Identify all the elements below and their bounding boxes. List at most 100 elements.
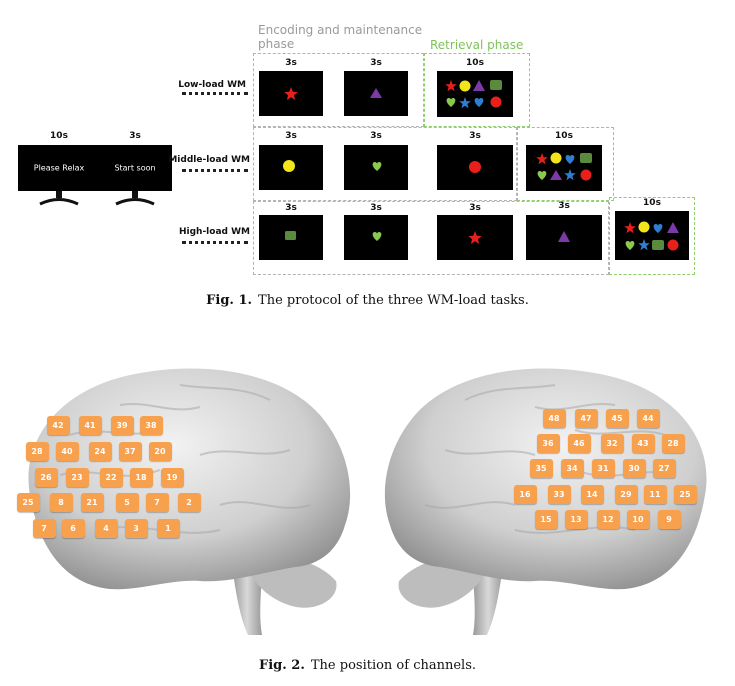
encoding-box-middle: [253, 127, 517, 201]
row-leader-high: [182, 241, 248, 247]
row-leader-middle: [182, 169, 248, 175]
channel-badge: 38: [139, 415, 163, 435]
channel-badge: 23: [65, 467, 89, 487]
retrieval-items-icon: [536, 152, 592, 181]
encoding-box-low: [253, 53, 424, 127]
channel-badge: 29: [614, 484, 638, 504]
retrieval-items-icon: [624, 221, 679, 251]
high-stimulus-screen-4: [526, 215, 602, 260]
channel-badge: 25: [16, 492, 40, 512]
channel-badge: 13: [564, 509, 588, 529]
channel-badge: 20: [148, 441, 172, 461]
figure1-caption: Fig. 1. The protocol of the three WM-load…: [0, 293, 735, 308]
figure2-caption-text: The position of channels.: [310, 658, 477, 673]
channel-badge: 28: [25, 441, 49, 461]
high-stimulus-screen-3: [437, 215, 513, 260]
channel-badge: 10: [626, 509, 650, 529]
high-retrieval-screen: [615, 211, 689, 260]
channel-badge: 21: [80, 492, 104, 512]
channel-badge: 40: [55, 441, 79, 461]
channel-badge: 19: [160, 467, 184, 487]
row-label-high: High-load WM: [178, 227, 250, 237]
encoding-phase-label: Encoding and maintenance phase: [258, 23, 422, 51]
retrieval-phase-label: Retrieval phase: [430, 38, 524, 52]
monitor-stand-1: [39, 191, 79, 206]
channel-badge: 15: [534, 509, 558, 529]
low-duration-2: 3s: [370, 58, 382, 68]
low-retrieval-duration: 10s: [466, 58, 484, 68]
monitor-stand-2: [115, 191, 155, 206]
channel-badge: 44: [636, 408, 660, 428]
red-circle-icon: [469, 161, 481, 173]
channel-badge: 48: [542, 408, 566, 428]
retrieval-items-icon: [445, 80, 502, 109]
monitor-please-relax: Please Relax: [18, 145, 100, 191]
red-star-icon: [468, 231, 482, 244]
channel-badge: 6: [61, 518, 85, 538]
high-retrieval-duration: 10s: [643, 198, 661, 208]
middle-retrieval-screen: [526, 145, 602, 191]
row-leader-low: [182, 92, 248, 98]
channel-badge: 43: [631, 433, 655, 453]
green-square-icon: [285, 231, 296, 240]
figure2-caption-label: Fig. 2.: [258, 658, 305, 673]
channel-badge: 4: [94, 518, 118, 538]
channel-badge: 36: [536, 433, 560, 453]
low-duration-1: 3s: [285, 58, 297, 68]
channel-badge: 39: [110, 415, 134, 435]
channel-badge: 47: [574, 408, 598, 428]
monitor-text: Please Relax: [33, 163, 85, 173]
channel-badge: 26: [34, 467, 58, 487]
channel-badge: 34: [560, 458, 584, 478]
middle-duration-1: 3s: [285, 131, 297, 141]
middle-duration-3: 3s: [469, 131, 481, 141]
channel-badge: 31: [591, 458, 615, 478]
channel-badge: 30: [622, 458, 646, 478]
channel-badge: 14: [580, 484, 604, 504]
channel-badge: 7: [32, 518, 56, 538]
high-stimulus-screen-1: [259, 215, 323, 260]
channel-badge: 32: [600, 433, 624, 453]
channel-badge: 12: [596, 509, 620, 529]
high-stimulus-screen-2: [344, 215, 408, 260]
channel-badge: 3: [124, 518, 148, 538]
figure2-caption: Fig. 2. The position of channels.: [0, 658, 735, 673]
row-label-middle: Middle-load WM: [168, 155, 250, 165]
middle-stimulus-screen-3: [437, 145, 513, 190]
figure1-caption-label: Fig. 1.: [206, 293, 253, 308]
channel-badge: 37: [118, 441, 142, 461]
channel-badge: 2: [177, 492, 201, 512]
channel-badge: 42: [46, 415, 70, 435]
monitor-start-soon: Start soon: [98, 145, 172, 191]
channel-badge: 9: [657, 509, 681, 529]
purple-triangle-icon: [558, 231, 570, 242]
middle-retrieval-duration: 10s: [555, 131, 573, 141]
low-retrieval-screen: [437, 71, 513, 117]
channel-badge: 45: [605, 408, 629, 428]
channel-badge: 33: [547, 484, 571, 504]
channel-badge: 8: [49, 492, 73, 512]
channel-badge: 1: [156, 518, 180, 538]
channel-badge: 27: [652, 458, 676, 478]
channel-badge: 7: [145, 492, 169, 512]
green-heart-icon: [372, 232, 382, 241]
rest-duration-1: 10s: [50, 131, 68, 141]
channel-badge: 16: [513, 484, 537, 504]
channel-badge: 18: [129, 467, 153, 487]
middle-stimulus-screen-1: [259, 145, 323, 190]
retrieval-box-middle: [517, 127, 614, 201]
low-stimulus-screen-1: [259, 71, 323, 116]
high-duration-1: 3s: [285, 203, 297, 213]
encoding-phase-label-line1: Encoding and maintenance: [258, 23, 423, 37]
channel-badge: 5: [115, 492, 139, 512]
middle-stimulus-screen-2: [344, 145, 408, 190]
figure1-caption-text: The protocol of the three WM-load tasks.: [258, 293, 529, 308]
channel-badge: 46: [567, 433, 591, 453]
purple-triangle-icon: [370, 88, 382, 98]
rest-duration-2: 3s: [129, 131, 141, 141]
green-heart-icon: [372, 162, 382, 171]
channel-badge: 22: [99, 467, 123, 487]
channel-badge: 24: [88, 441, 112, 461]
retrieval-box-high: [609, 197, 695, 275]
